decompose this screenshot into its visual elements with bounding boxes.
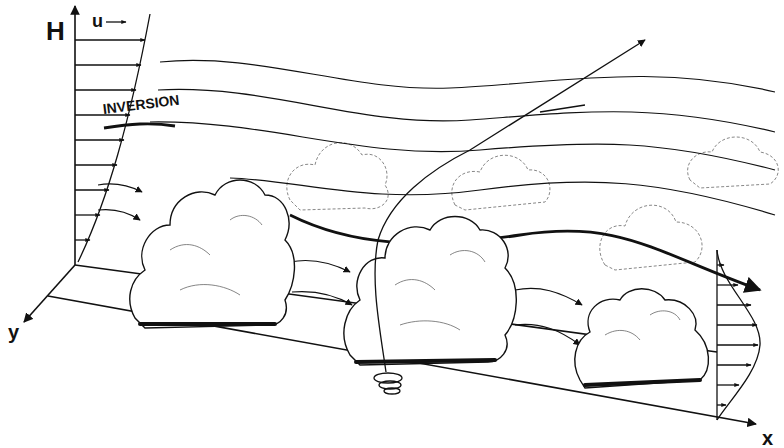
cumulus-clouds [130,180,709,388]
wind-profile-right [717,250,760,420]
velocity-label: u [92,12,103,30]
cloud-base [356,360,495,362]
flow-arrow [292,292,352,305]
velocity-arrow [75,114,130,115]
cumulus-cloud [130,180,295,328]
background-clouds [287,137,778,270]
streamline [150,122,775,170]
profile-curve [717,250,760,420]
velocity-arrow [717,344,758,345]
streamline [158,89,775,132]
inversion-line [104,124,175,128]
cloud-shading [170,215,262,295]
cumulus-cloud [575,289,709,388]
flow-arrow [515,288,582,305]
velocity-arrow [717,364,751,365]
cloud-base [140,322,275,326]
vortex-axis [375,40,645,372]
distant-cloud [688,137,779,188]
cloud-base [585,380,700,385]
velocity-arrow [75,214,100,215]
cumulus-cloud [344,217,516,366]
y-axis [24,265,75,322]
velocity-arrow [75,164,117,165]
velocity-arrow [75,239,90,240]
velocity-arrow [75,189,109,190]
inflow-arrow [98,184,142,192]
axes [24,6,756,424]
flow-arrow [515,324,580,345]
streamline [160,60,775,92]
height-axis [74,6,76,265]
profile-axis [716,250,717,420]
velocity-arrow [75,89,136,90]
flow-arrow [290,260,350,272]
cloud-shading [395,251,485,330]
cloud-bases [140,324,700,385]
distant-cloud [452,155,550,210]
vortex-coil [384,388,400,394]
inversion-label: INVERSION [102,93,180,116]
velocity-arrow [717,384,739,385]
velocity-arrow [75,64,141,65]
wind-profile-left [75,14,150,262]
velocity-arrow [717,264,724,265]
velocity-arrow [106,21,126,22]
axis-label: H [46,18,65,44]
profile-curve [78,14,150,262]
velocity-arrow [717,304,751,305]
cloud-texture [170,215,680,340]
distant-cloud [287,143,388,210]
velocity-arrow [75,139,124,140]
axis-label: y [8,322,19,342]
roll-vortex [374,40,645,394]
streamline [230,178,775,215]
inflow-arrow [98,209,140,220]
vortex-tick [540,105,585,112]
axis-label: x [762,428,773,448]
velocity-arrow [717,404,726,405]
cloud-shading [605,311,680,340]
velocity-arrow [717,324,757,325]
velocity-arrow [75,39,145,40]
velocity-arrow [717,284,738,285]
